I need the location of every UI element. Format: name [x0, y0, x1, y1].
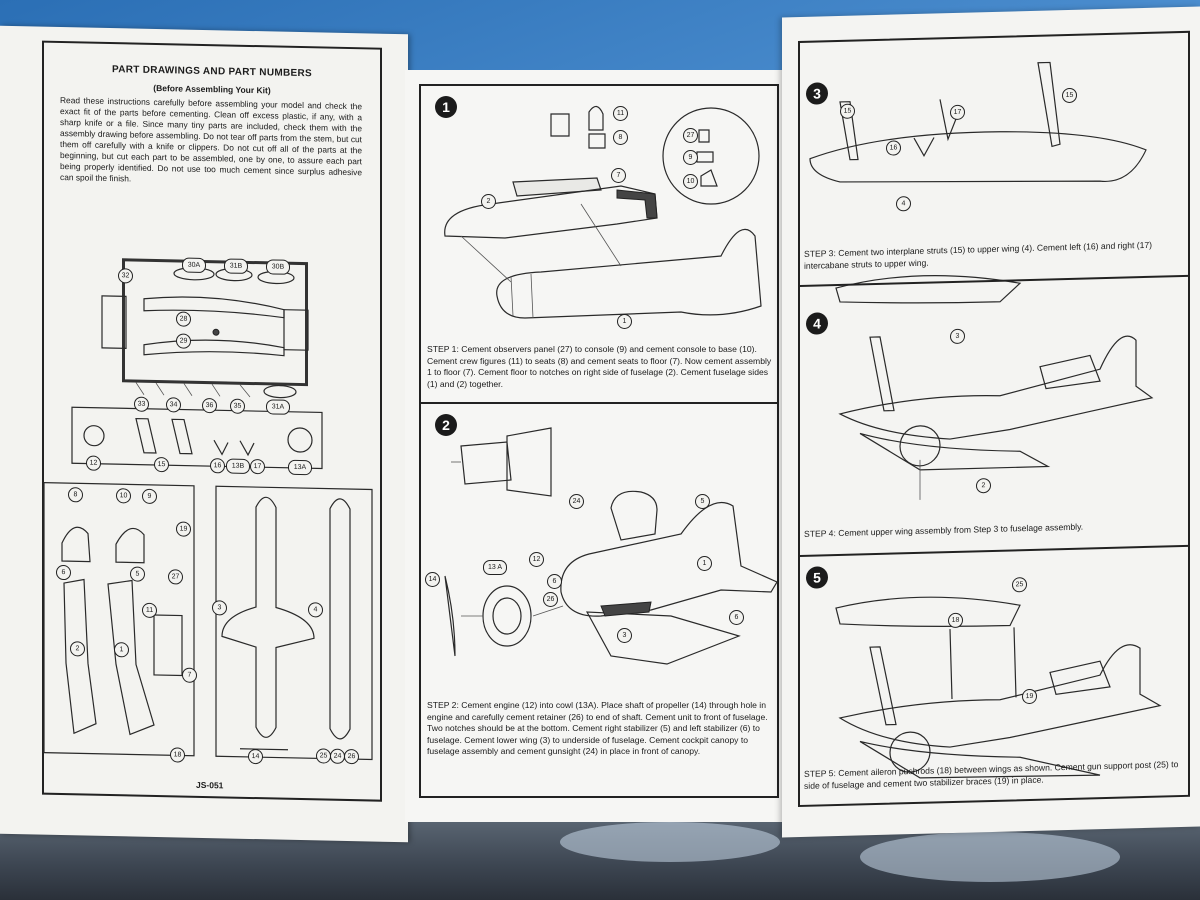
part-number: 1 — [114, 642, 129, 658]
part-number: 5 — [130, 566, 145, 582]
part-number: 19 — [176, 521, 191, 537]
callout: 27 — [683, 128, 698, 143]
part-number: 10 — [116, 488, 131, 504]
step-2-text: STEP 2: Cement engine (12) into cowl (13… — [427, 700, 768, 756]
part-number: 29 — [176, 333, 191, 349]
callout: 7 — [611, 168, 626, 183]
parts-sprues-drawing — [43, 267, 373, 761]
part-number: 33 — [134, 396, 149, 412]
part-number: 28 — [176, 311, 191, 327]
steps-frame-right: 3 15 16 17 15 4 STEP 3: Cement tw — [798, 30, 1190, 808]
callout: 10 — [683, 174, 698, 189]
part-number: 2 — [70, 641, 85, 657]
parts-page: PART DRAWINGS AND PART NUMBERS (Before A… — [0, 25, 408, 843]
callout: 24 — [569, 494, 584, 509]
part-number: 25 — [316, 748, 331, 764]
part-number: 24 — [330, 748, 345, 764]
step-2-drawing — [444, 427, 778, 665]
part-number: 27 — [168, 569, 183, 585]
part-number: 6 — [56, 564, 71, 581]
part-number: 36 — [202, 397, 217, 414]
part-number: 4 — [308, 602, 323, 618]
callout: 1 — [617, 314, 632, 329]
callout: 14 — [425, 572, 440, 587]
step-1-badge: 1 — [435, 96, 457, 118]
callout: 26 — [543, 592, 558, 607]
callout: 3 — [617, 628, 632, 643]
part-number: 3 — [212, 600, 227, 616]
part-number: 31A — [266, 399, 290, 415]
part-number: 13B — [226, 458, 250, 474]
step-2-badge: 2 — [435, 414, 457, 436]
callout: 6 — [729, 610, 744, 625]
part-number: 16 — [210, 458, 225, 474]
callout: 2 — [481, 194, 496, 209]
part-number: 13A — [288, 459, 312, 476]
callout: 11 — [613, 106, 628, 121]
part-number: 18 — [170, 747, 185, 763]
parts-page-frame: PART DRAWINGS AND PART NUMBERS (Before A… — [42, 40, 382, 802]
callout: 5 — [695, 494, 710, 509]
part-number: 7 — [182, 667, 197, 683]
part-number: 30A — [182, 257, 206, 274]
part-number: 17 — [250, 458, 265, 475]
part-number: 32 — [118, 268, 133, 284]
part-number: 35 — [230, 398, 245, 414]
part-number: 26 — [344, 748, 359, 765]
callout: 13 A — [483, 560, 507, 575]
steps-right-drawings — [809, 61, 1162, 779]
callout: 1 — [697, 556, 712, 571]
callout: 8 — [613, 130, 628, 145]
step-1-text: STEP 1: Cement observers panel (27) to c… — [427, 344, 772, 389]
part-number: 8 — [68, 487, 83, 503]
steps-frame-middle: 1 11 8 7 2 1 27 9 10 STEP 1: Cement obse… — [419, 84, 779, 798]
steps-page-middle: 1 11 8 7 2 1 27 9 10 STEP 1: Cement obse… — [405, 70, 795, 822]
step-divider — [421, 402, 777, 404]
part-number: 30B — [266, 259, 290, 275]
callout: 9 — [683, 150, 698, 165]
callout: 6 — [547, 574, 562, 589]
part-number: 15 — [154, 456, 169, 473]
part-number: 14 — [248, 748, 263, 765]
part-number: 34 — [166, 397, 181, 413]
callout: 12 — [529, 552, 544, 567]
part-number: 9 — [142, 488, 157, 505]
steps-page-right: 3 15 16 17 15 4 STEP 3: Cement tw — [782, 6, 1200, 838]
kit-code: JS-051 — [196, 779, 224, 791]
step-1-drawing — [444, 105, 762, 319]
part-number: 12 — [86, 455, 101, 471]
part-number: 11 — [142, 602, 157, 619]
part-number: 31B — [224, 258, 248, 274]
